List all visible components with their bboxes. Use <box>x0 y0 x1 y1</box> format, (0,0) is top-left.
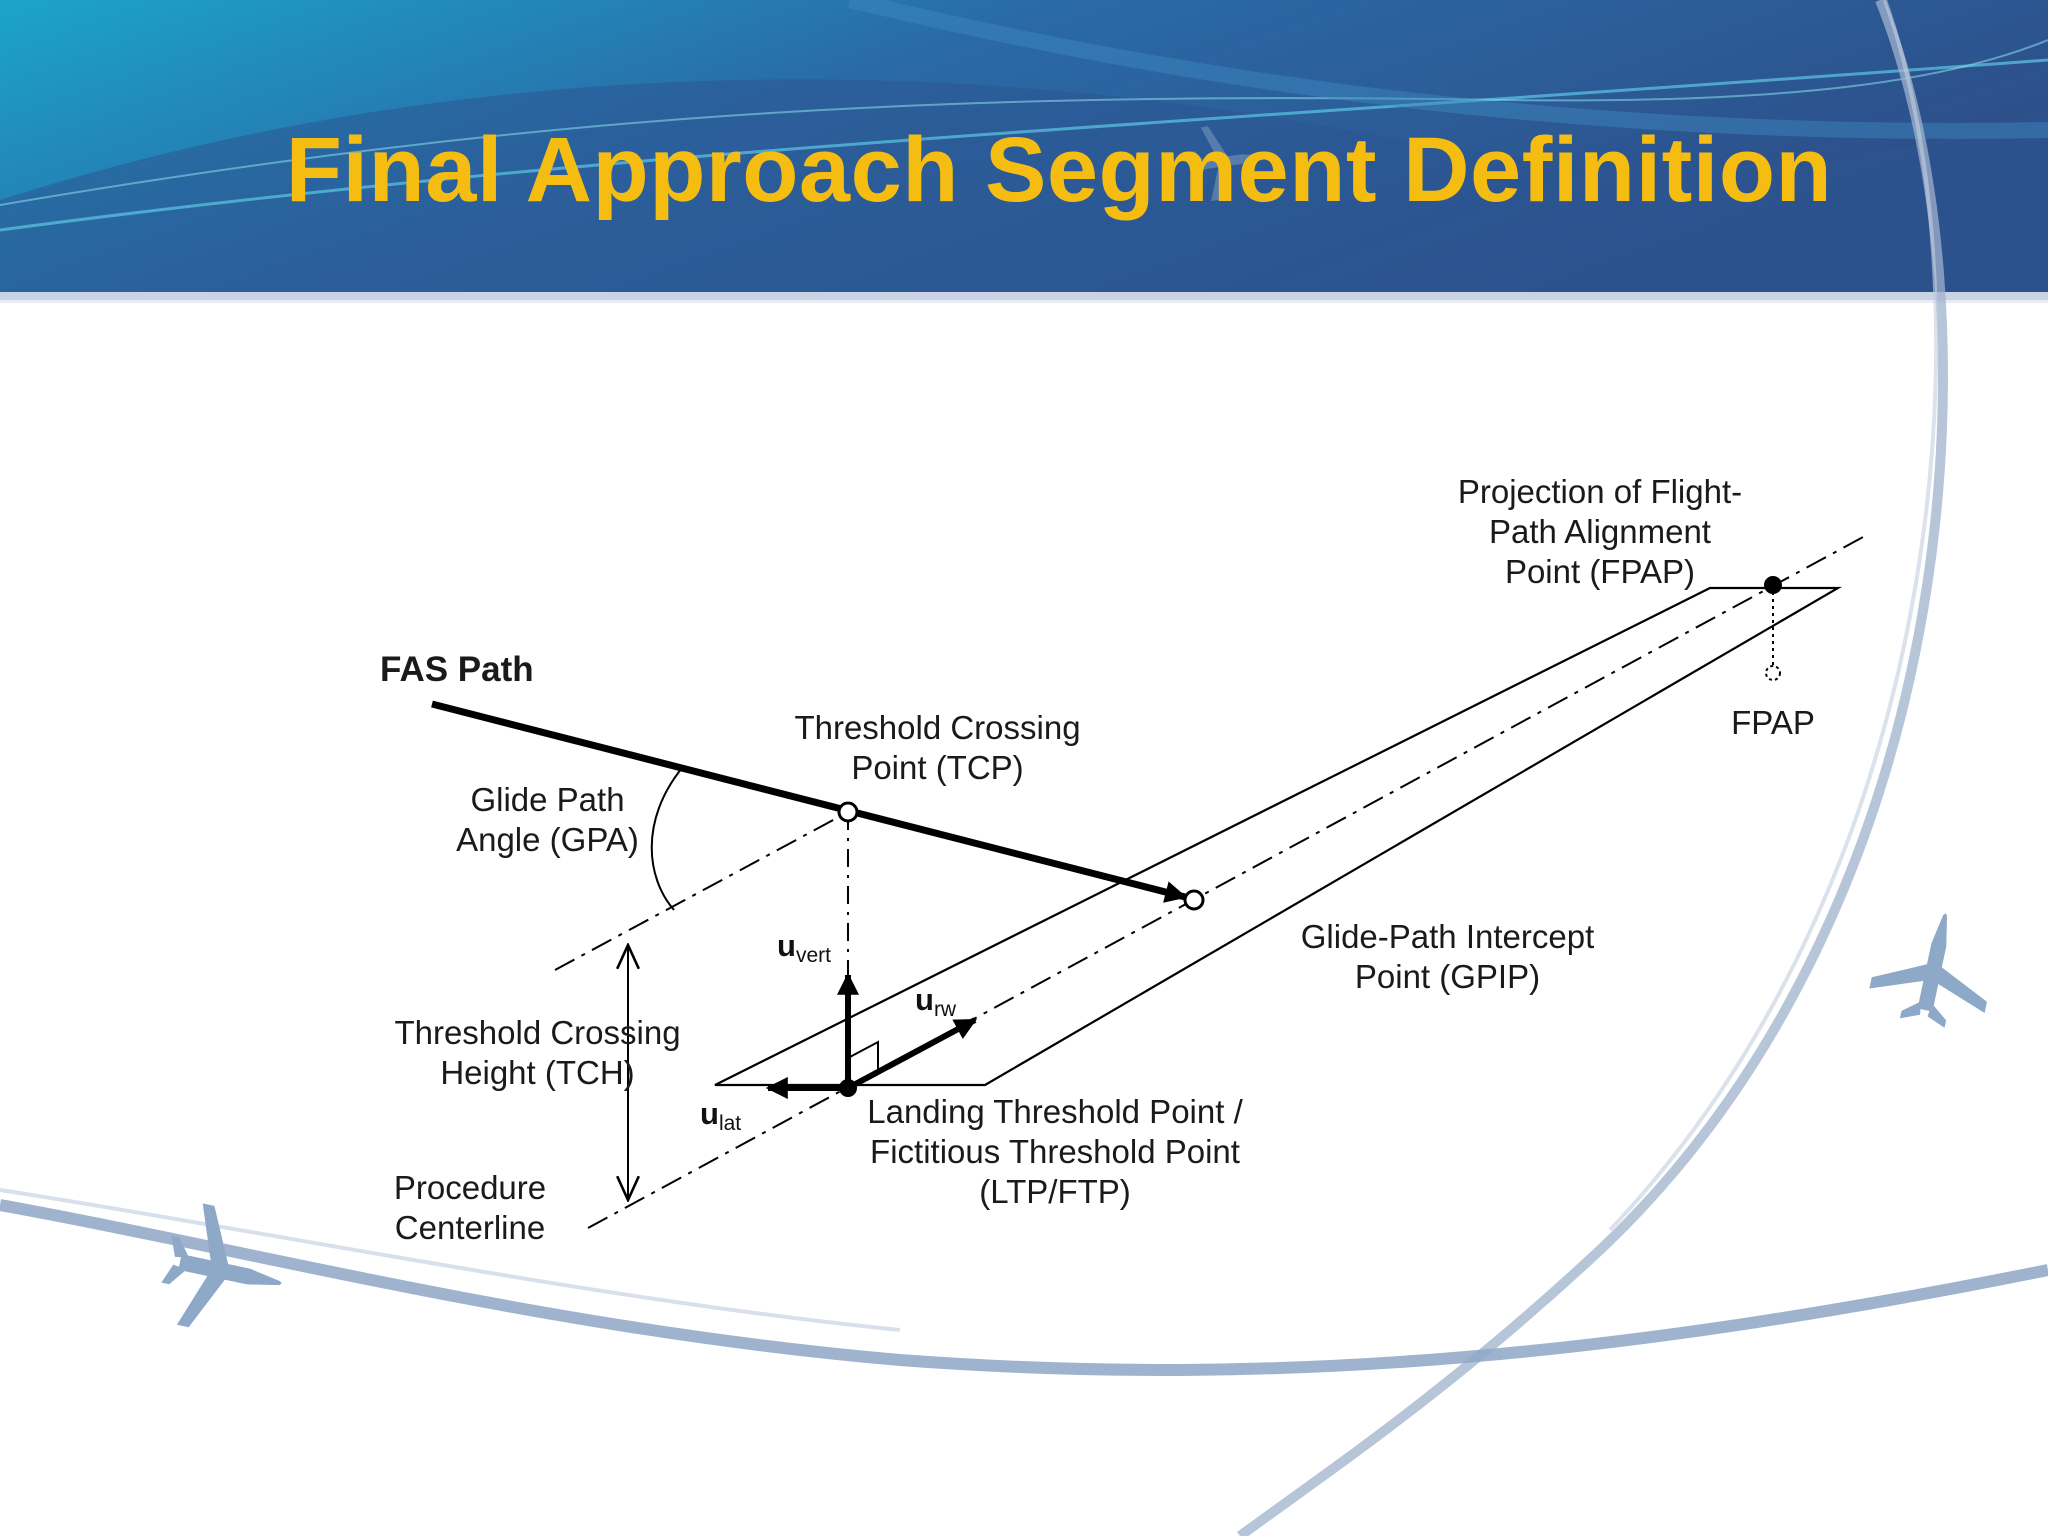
gpa-arc <box>650 767 683 911</box>
fpap-projection-label: Projection of Flight- Path Alignment Poi… <box>1457 473 1743 590</box>
slide-title: Final Approach Segment Definition <box>285 119 1833 221</box>
procedure-centerline-label: Procedure Centerline <box>393 1169 547 1246</box>
airplane-icon <box>1864 901 2004 1036</box>
procedure-centerline <box>587 535 1866 1229</box>
tcp-label: Threshold Crossing Point (TCP) <box>794 709 1081 786</box>
fpap-label: FPAP <box>1731 704 1815 741</box>
u-vert-label: uvert <box>777 928 831 967</box>
fas-path-label: FAS Path <box>380 650 534 689</box>
fpap-ground-point <box>1765 665 1781 681</box>
swoosh-arc <box>1237 0 1948 1536</box>
gpip-label: Glide-Path Intercept Point (GPIP) <box>1300 918 1595 995</box>
approach-diagram <box>431 535 1866 1229</box>
runway-outline <box>714 586 1843 1087</box>
tcp-upper-line <box>554 811 849 971</box>
gpip-point <box>1183 889 1205 911</box>
tcp-point <box>837 801 859 823</box>
gpa-label: Glide Path Angle (GPA) <box>456 781 639 858</box>
ltp-point <box>839 1079 857 1097</box>
fas-path-line <box>431 700 1188 903</box>
u-lat-label: ulat <box>700 1096 742 1135</box>
ltp-label: Landing Threshold Point / Fictitious Thr… <box>867 1093 1243 1210</box>
tch-label: Threshold Crossing Height (TCH) <box>394 1014 681 1091</box>
swoosh-lower <box>0 1199 2048 1376</box>
u-rw-arrow <box>846 1017 977 1091</box>
right-angle-mark <box>847 1040 879 1074</box>
u-rw-label: urw <box>915 982 957 1021</box>
fpap-projection-point <box>1764 576 1782 594</box>
